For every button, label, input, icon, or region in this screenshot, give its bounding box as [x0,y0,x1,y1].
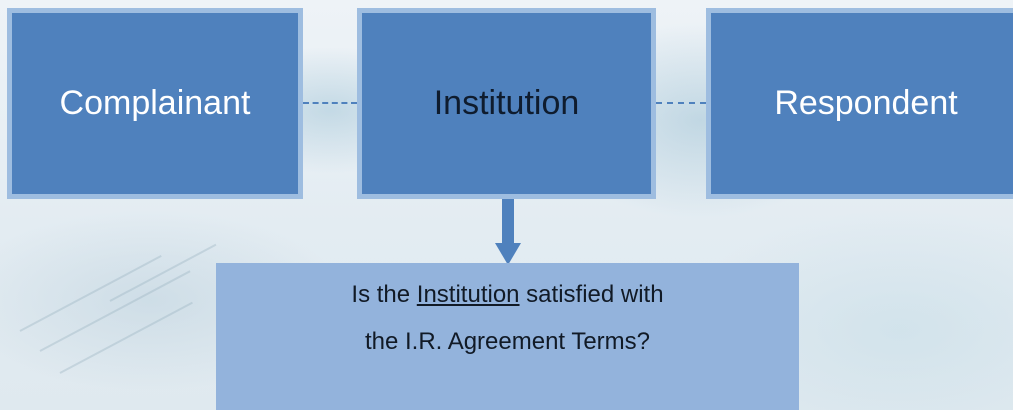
question-line-1: Is the Institution satisfied with [351,271,663,318]
institution-node: Institution [357,8,656,199]
question-line-2: the I.R. Agreement Terms? [364,328,651,355]
complainant-node: Complainant [7,8,303,199]
paper-texture [19,255,162,332]
dashed-connector-left [303,102,357,104]
question-prefix: Is the [351,281,417,308]
question-emphasis: Institution [416,281,520,308]
down-arrow-icon [495,243,521,265]
question-node: Is the Institution satisfied with the I.… [216,263,799,410]
paper-texture [39,270,191,352]
down-arrow-shaft [502,199,514,244]
paper-texture [59,301,193,374]
dashed-connector-right [656,102,706,104]
respondent-node: Respondent [706,8,1013,199]
question-suffix: satisfied with [519,281,664,308]
complainant-label: Complainant [59,84,251,122]
institution-label: Institution [433,84,580,122]
respondent-label: Respondent [774,84,958,122]
